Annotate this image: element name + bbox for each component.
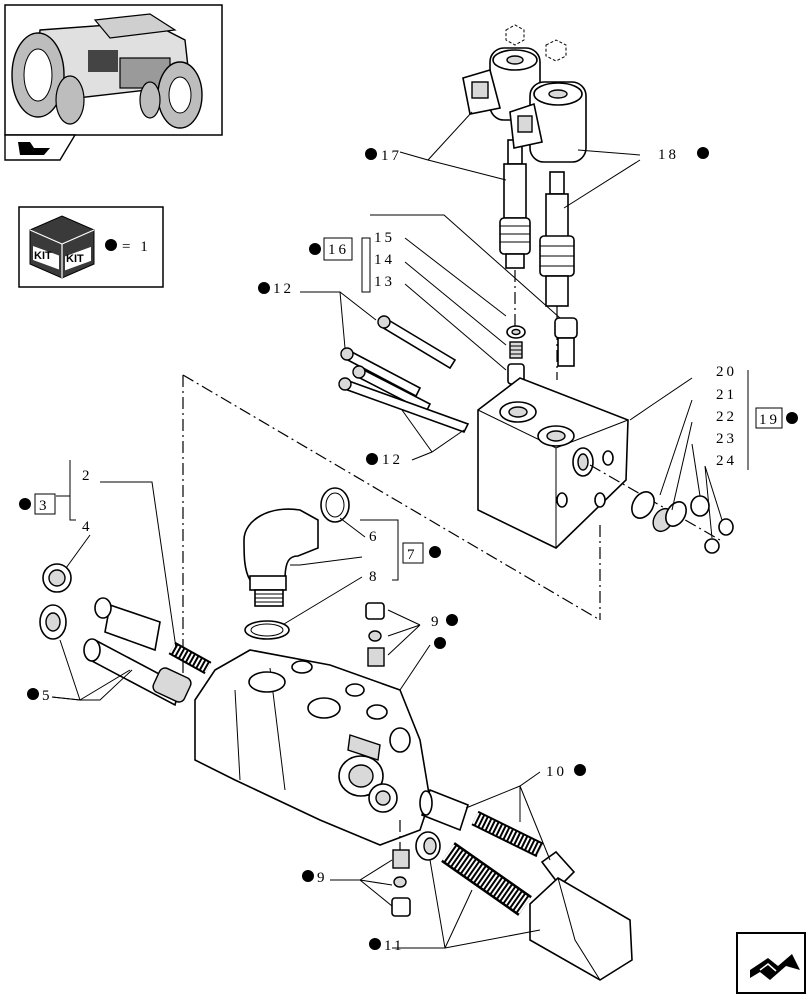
kit-box-icon [29,215,95,279]
callout-20: 20 [716,364,737,380]
callout-3: 3 [39,498,50,514]
screws-12[interactable] [338,315,470,433]
plug-9-lower[interactable] [391,849,411,917]
callout-8: 8 [369,569,380,585]
spring-3[interactable] [168,641,212,675]
fitting-cartridge[interactable] [554,317,578,367]
callout-14: 14 [374,252,395,268]
callout-5: 5 [42,688,53,704]
plug-5[interactable] [39,604,67,640]
spool-10[interactable] [419,788,469,832]
callout-21: 21 [716,387,737,403]
callout-13: 13 [374,274,395,290]
callout-10: 10 [546,764,567,780]
callout-9-lower: 9 [317,870,328,886]
manifold-block[interactable] [477,377,629,549]
kit-word-left: KIT [34,250,52,262]
callout-15: 15 [374,230,395,246]
callout-16: 16 [328,242,349,258]
spool-5[interactable] [83,638,193,707]
callout-18: 18 [658,147,679,163]
callout-labels: 17 18 16 15 14 13 12 12 20 21 22 23 24 1… [19,147,798,954]
callout-22: 22 [716,409,737,425]
ring-23[interactable] [690,495,710,517]
callout-11: 11 [384,938,404,954]
kit-word-right: KIT [66,253,84,265]
ring-22[interactable] [662,498,691,530]
ring-24b[interactable] [704,538,720,554]
callout-23: 23 [716,431,737,447]
spring-14[interactable] [509,341,523,359]
callout-17: 17 [381,148,402,164]
washer-11[interactable] [415,831,441,861]
cap-11[interactable] [529,877,633,981]
return-arrow-icon [750,954,800,980]
ring-24a[interactable] [718,518,734,536]
spring-11[interactable] [441,842,532,916]
callout-12-lower: 12 [382,452,403,468]
callout-4: 4 [82,519,93,535]
leader-lines [51,111,749,949]
solenoid-valve-17[interactable] [462,24,541,269]
callout-2: 2 [82,468,93,484]
kit-equals-label: = 1 [122,239,151,255]
callout-24: 24 [716,453,737,469]
tractor-thumbnail[interactable] [4,4,223,161]
spool-2[interactable] [94,597,161,652]
plug-10[interactable] [540,850,576,888]
spring-10[interactable] [471,810,544,858]
kit-legend: KIT KIT = 1 [18,206,164,288]
callout-7: 7 [407,547,418,563]
solenoid-valve-18[interactable] [509,39,587,307]
callout-19: 19 [759,412,780,428]
callout-12-upper: 12 [273,281,294,297]
return-arrow-button[interactable] [736,932,806,994]
seal-15[interactable] [506,325,526,339]
main-valve-body[interactable] [194,649,431,846]
o-ring-8[interactable] [244,620,290,640]
callout-6: 6 [369,529,380,545]
elbow-fitting[interactable] [243,487,350,607]
callout-9-upper: 9 [431,614,442,630]
ring-20[interactable] [627,488,658,522]
plug-9-upper[interactable] [365,602,385,667]
plug-4[interactable] [42,563,72,593]
